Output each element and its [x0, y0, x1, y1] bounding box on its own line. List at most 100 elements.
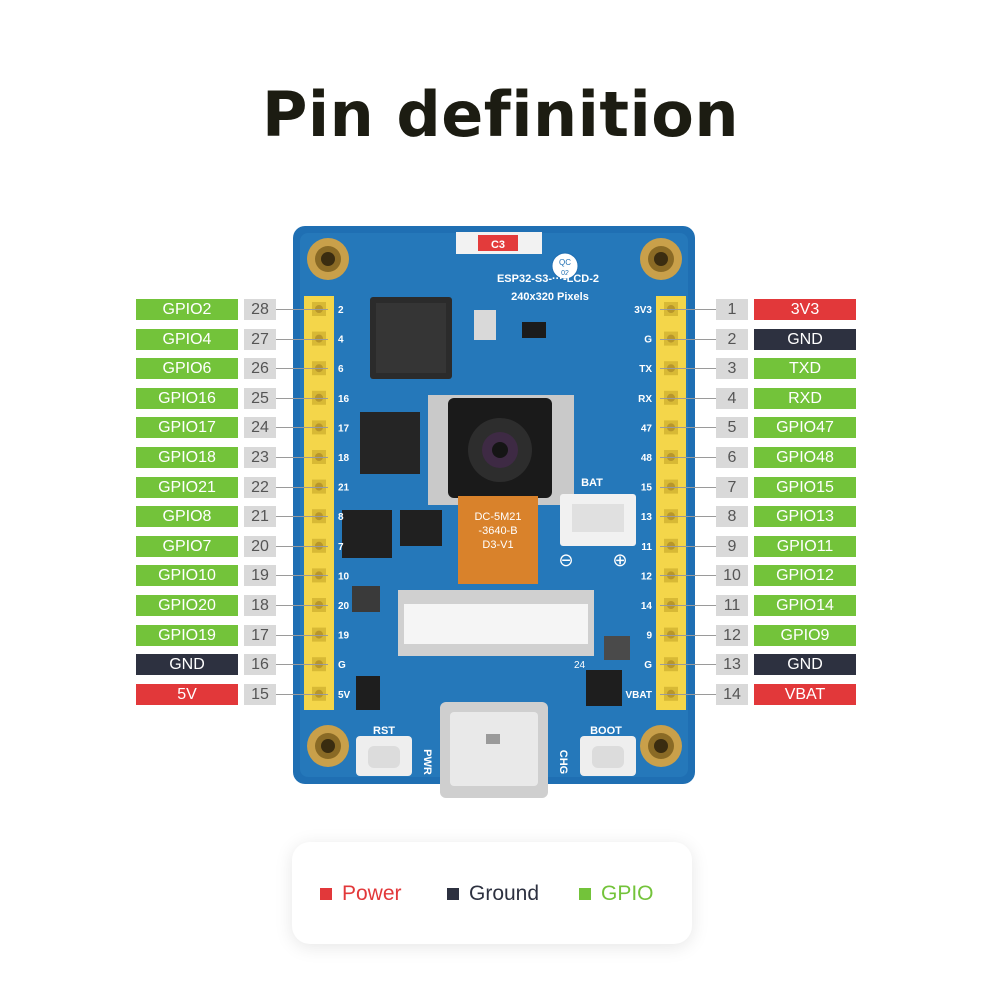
right-pin-number: 9: [716, 535, 748, 557]
left-pin-number: 20: [244, 535, 276, 557]
right-silk-label: 11: [641, 542, 652, 553]
right-silk-label: 47: [641, 423, 653, 434]
left-pin-connector-line: [276, 309, 328, 310]
right-pin-label: GPIO15: [754, 476, 856, 498]
left-pin-number: 27: [244, 328, 276, 350]
left-pin-label: GPIO2: [136, 299, 238, 320]
left-silk-label: 10: [338, 571, 350, 582]
bat-plus: ⊕: [612, 550, 627, 570]
camera-ribbon: [458, 496, 538, 584]
left-silk-label: 20: [338, 601, 350, 612]
left-pin-label: 5V: [136, 683, 238, 705]
left-pin-label: GPIO17: [136, 417, 238, 439]
camera-label-1: DC-5M21: [474, 511, 521, 523]
left-pin-label: GPIO6: [136, 358, 238, 380]
legend-swatch-ground: [447, 888, 459, 900]
page-title: Pin definition: [261, 78, 740, 151]
right-pin-label: RXD: [754, 387, 856, 409]
right-pin-number: 4: [716, 387, 748, 409]
left-pin-connector-line: [276, 545, 328, 547]
right-silk-label: 48: [641, 453, 653, 464]
left-pin-label: GPIO10: [136, 565, 238, 587]
left-pin-label: GPIO4: [136, 328, 238, 350]
left-pin-row: GPIO10 19: [136, 565, 336, 587]
legend-swatch-power: [320, 888, 332, 900]
right-pin-number: 1: [716, 299, 748, 320]
right-pin-connector-line: [660, 427, 716, 429]
left-pin-row: GPIO18 23: [136, 447, 336, 468]
mount-hole-tr: [640, 238, 682, 280]
left-pin-connector-line: [276, 457, 328, 458]
left-pin-number: 15: [244, 683, 276, 705]
right-pin-number: 14: [716, 683, 748, 705]
right-silk-label: 3V3: [634, 305, 652, 316]
right-pin-number: 2: [716, 328, 748, 350]
left-silk-label: 5V: [338, 690, 351, 701]
right-pin-label: GPIO48: [754, 447, 856, 468]
right-pin-number: 7: [716, 476, 748, 498]
right-pin-row: 3V3 1: [660, 299, 860, 320]
qc-label: QC: [559, 258, 571, 267]
right-pin-number: 10: [716, 565, 748, 587]
chg-label: CHG: [557, 750, 569, 774]
bat-label: BAT: [581, 477, 603, 489]
left-pin-label: GPIO8: [136, 506, 238, 528]
right-pin-connector-line: [660, 516, 716, 518]
left-pin-connector-line: [276, 605, 328, 606]
left-pin-number: 28: [244, 299, 276, 320]
right-silk-label: G: [644, 335, 652, 346]
left-pin-row: GPIO4 27: [136, 328, 336, 350]
left-pin-connector-line: [276, 693, 328, 695]
mount-hole-br: [640, 725, 682, 767]
left-pin-connector-line: [276, 368, 328, 370]
right-pin-connector-line: [660, 338, 716, 340]
left-pin-connector-line: [276, 516, 328, 518]
right-silk-label: VBAT: [626, 690, 652, 701]
left-pin-number: 22: [244, 476, 276, 498]
left-pin-number: 19: [244, 565, 276, 587]
left-pin-row: GPIO2 28: [136, 299, 336, 320]
legend-item-ground: Ground: [447, 882, 539, 906]
left-silk-label: 4: [338, 335, 344, 346]
right-pin-label: VBAT: [754, 683, 856, 705]
legend-label-power: Power: [342, 882, 402, 905]
right-pin-number: 8: [716, 506, 748, 528]
right-pin-connector-line: [660, 575, 716, 577]
right-pin-label: GPIO14: [754, 595, 856, 616]
bat-minus: ⊖: [558, 550, 573, 570]
right-pin-connector-line: [660, 309, 716, 310]
right-pin-connector-line: [660, 368, 716, 370]
legend-item-gpio: GPIO: [579, 882, 654, 906]
right-pin-number: 5: [716, 417, 748, 439]
right-pin-row: RXD 4: [660, 387, 860, 409]
camera-label-3: D3-V1: [482, 539, 513, 551]
right-pin-label: 3V3: [754, 299, 856, 320]
left-silk-label: 8: [338, 512, 344, 523]
right-pin-number: 13: [716, 654, 748, 676]
left-pin-label: GPIO18: [136, 447, 238, 468]
left-pin-number: 23: [244, 447, 276, 468]
boot-label: BOOT: [590, 725, 622, 737]
left-pin-connector-line: [276, 397, 328, 399]
mount-hole-bl: [307, 725, 349, 767]
right-pin-label: TXD: [754, 358, 856, 380]
right-pin-label: GPIO13: [754, 506, 856, 528]
legend-swatch-gpio: [579, 888, 591, 900]
left-pin-row: 5V 15: [136, 683, 336, 705]
right-pin-row: VBAT 14: [660, 683, 860, 705]
right-pin-connector-line: [660, 397, 716, 399]
